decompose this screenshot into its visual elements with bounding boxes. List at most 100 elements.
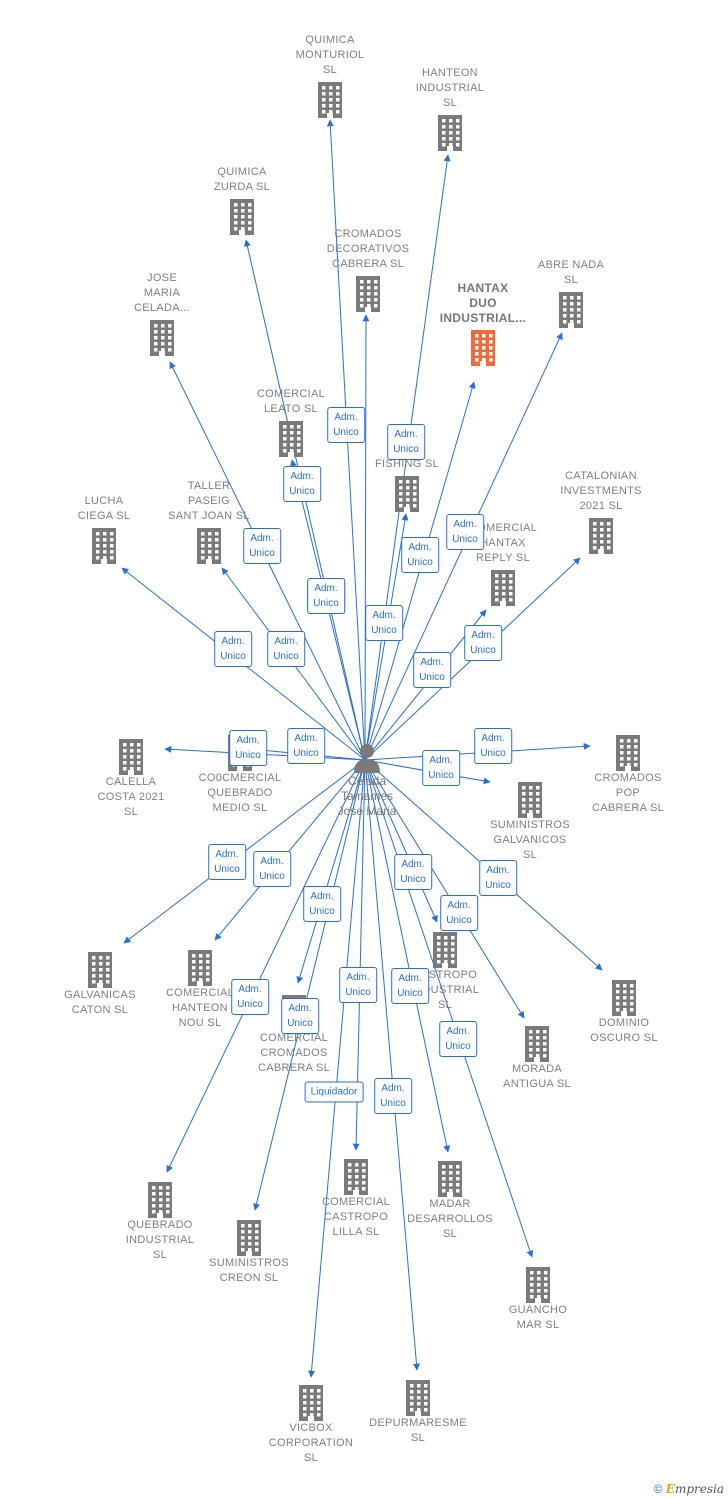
edge-to-castropo-industrial [364, 759, 438, 923]
company-node-quimica-monturiol[interactable]: QUIMICA MONTURIOL SL [265, 33, 395, 118]
role-badge-comercial-cromados[interactable]: Adm. Unico [281, 998, 319, 1034]
building-icon [559, 292, 583, 328]
role-badge-catalonian[interactable]: Adm. Unico [464, 625, 502, 661]
role-badge-depurmaresme[interactable]: Adm. Unico [374, 1078, 412, 1114]
brand-logo[interactable]: Empresia [665, 1482, 724, 1496]
company-node-suministros-galvanicos[interactable]: SUMINISTROS GALVANICOS SL [465, 782, 595, 863]
company-node-abre-nada[interactable]: ABRE NADA SL [506, 258, 636, 328]
edge-to-madar [364, 759, 451, 1153]
company-node-catalonian[interactable]: CATALONIAN INVESTMENTS 2021 SL [536, 469, 666, 554]
company-node-morada-antigua[interactable]: MORADA ANTIGUA SL [472, 1026, 602, 1092]
role-badge-lucha-ciega[interactable]: Adm. Unico [214, 631, 252, 667]
company-node-comercial-hantax[interactable]: COMERCIAL HANTAX REPLY SL [438, 521, 568, 606]
role-badge-jose-maria-celada[interactable]: Adm. Unico [243, 528, 281, 564]
role-badge-hanteon-industrial[interactable]: Adm. Unico [387, 424, 425, 460]
company-label: SUMINISTROS GALVANICOS SL [490, 819, 570, 861]
company-node-vicbox[interactable]: VICBOX CORPORATION SL [246, 1385, 376, 1466]
role-badge-cromados-decorativos[interactable]: Adm. Unico [327, 407, 365, 443]
edge-to-suministros-creon [253, 759, 366, 1211]
building-icon [525, 1026, 549, 1062]
role-badge-comercial-leato[interactable]: Adm. Unico [283, 466, 321, 502]
company-label: CALELLA COSTA 2021 SL [97, 776, 165, 818]
company-node-dominio-oscuro[interactable]: DOMINIO OSCURO SL [559, 980, 689, 1046]
role-badge-quimica-zurda[interactable]: Adm. Unico [307, 578, 345, 614]
company-label: HANTAX DUO INDUSTRIAL... [439, 281, 527, 325]
center-person-node[interactable]: Celada Tamames Jose Maria [322, 742, 412, 819]
building-icon [406, 1380, 430, 1416]
role-badge-madar[interactable]: Adm. Unico [391, 968, 429, 1004]
company-label: COMERCIAL CROMADOS CABRERA SL [257, 1032, 331, 1074]
company-label: COMERCIAL CASTROPO LILLA SL [321, 1196, 391, 1238]
building-icon [88, 952, 112, 988]
building-icon [438, 1161, 462, 1197]
building-icon [318, 82, 342, 118]
role-badge-abre-nada[interactable]: Adm. Unico [446, 514, 484, 550]
role-badge-morada-antigua[interactable]: Adm. Unico [440, 895, 478, 931]
role-badge-guancho-mar[interactable]: Adm. Unico [439, 1021, 477, 1057]
role-badge-comercial-castropo[interactable]: Adm. Unico [339, 967, 377, 1003]
company-label: GALVANICAS CATON SL [64, 989, 136, 1016]
company-label: CROMADOS POP CABRERA SL [591, 772, 665, 814]
role-badge-galvanicas-caton[interactable]: Adm. Unico [208, 844, 246, 880]
company-node-comercial-castropo[interactable]: COMERCIAL CASTROPO LILLA SL [291, 1159, 421, 1240]
company-node-quimica-zurda[interactable]: QUIMICA ZURDA SL [177, 165, 307, 235]
company-node-cromados-decorativos[interactable]: CROMADOS DECORATIVOS CABRERA SL [303, 227, 433, 312]
company-label: CATALONIAN INVESTMENTS 2021 SL [560, 470, 642, 512]
company-node-madar[interactable]: MADAR DESARROLLOS SL [385, 1161, 515, 1242]
company-label: VICBOX CORPORATION SL [268, 1422, 354, 1464]
role-badge-dominio-oscuro[interactable]: Adm. Unico [479, 860, 517, 896]
company-node-hantax-duo[interactable]: HANTAX DUO INDUSTRIAL... [418, 281, 548, 366]
company-node-comercial-leato[interactable]: COMERCIAL LEATO SL [226, 387, 356, 457]
role-badge-co0comercial[interactable]: Adm. Unico [287, 728, 325, 764]
building-icon [279, 421, 303, 457]
edge-to-quebrado-industrial [166, 759, 366, 1173]
company-node-galvanicas-caton[interactable]: GALVANICAS CATON SL [35, 952, 165, 1018]
edge-to-comercial-cromados [296, 759, 366, 984]
company-node-fishing[interactable]: FISHING SL [342, 457, 472, 512]
company-node-suministros-creon[interactable]: SUMINISTROS CREON SL [184, 1220, 314, 1286]
edge-to-cromados-decorativos [362, 314, 370, 761]
company-label: DEPURMARESME SL [369, 1417, 467, 1444]
copyright-symbol: © [653, 1482, 663, 1496]
role-badge-cromados-pop[interactable]: Adm. Unico [474, 728, 512, 764]
role-badge-hantax-duo[interactable]: Adm. Unico [401, 537, 439, 573]
company-node-cromados-pop[interactable]: CROMADOS POP CABRERA SL [563, 735, 693, 816]
company-node-calella-costa[interactable]: CALELLA COSTA 2021 SL [66, 739, 196, 820]
role-badge-suministros-creon[interactable]: Adm. Unico [303, 886, 341, 922]
building-icon [237, 1220, 261, 1256]
company-node-depurmaresme[interactable]: DEPURMARESME SL [353, 1380, 483, 1446]
company-node-comercial-hanteon[interactable]: COMERCIAL HANTEON NOU SL [135, 950, 265, 1031]
building-icon [188, 950, 212, 986]
role-badge-castropo-industrial[interactable]: Adm. Unico [394, 854, 432, 890]
company-node-quebrado-industrial[interactable]: QUEBRADO INDUSTRIAL SL [95, 1182, 225, 1263]
building-icon [526, 1267, 550, 1303]
company-node-jose-maria-celada[interactable]: JOSE MARIA CELADA... [97, 271, 227, 356]
company-node-guancho-mar[interactable]: GUANCHO MAR SL [473, 1267, 603, 1333]
role-badge-suministros-galvanicos[interactable]: Adm. Unico [422, 750, 460, 786]
building-icon [518, 782, 542, 818]
company-label: SUMINISTROS CREON SL [209, 1257, 289, 1284]
building-icon [150, 320, 174, 356]
role-badge-taller-paseig[interactable]: Adm. Unico [267, 631, 305, 667]
building-icon [433, 932, 457, 968]
building-icon [612, 980, 636, 1016]
center-person-label: Celada Tamames Jose Maria [337, 774, 397, 818]
footer-credit: © Empresia [654, 1482, 724, 1496]
company-label: CROMADOS DECORATIVOS CABRERA SL [326, 228, 410, 270]
role-badge-comercial-hantax[interactable]: Adm. Unico [413, 652, 451, 688]
building-icon [299, 1385, 323, 1421]
role-badge-fishing[interactable]: Adm. Unico [365, 605, 403, 641]
company-label: COMERCIAL HANTEON NOU SL [165, 987, 235, 1029]
role-badge-vicbox[interactable]: Liquidador [304, 1081, 364, 1103]
building-icon [197, 528, 221, 564]
role-badge-comercial-hanteon[interactable]: Adm. Unico [253, 851, 291, 887]
building-icon [119, 739, 143, 775]
company-node-lucha-ciega[interactable]: LUCHA CIEGA SL [39, 494, 169, 564]
edge-to-morada-antigua [364, 759, 525, 1019]
company-node-hanteon-industrial[interactable]: HANTEON INDUSTRIAL SL [385, 66, 515, 151]
role-badge-calella-costa[interactable]: Adm. Unico [229, 730, 267, 766]
role-badge-quebrado-industrial[interactable]: Adm. Unico [231, 979, 269, 1015]
company-label: QUIMICA ZURDA SL [213, 166, 271, 193]
company-label: MORADA ANTIGUA SL [503, 1063, 571, 1090]
company-node-taller-paseig[interactable]: TALLER PASEIG SANT JOAN SL [144, 479, 274, 564]
